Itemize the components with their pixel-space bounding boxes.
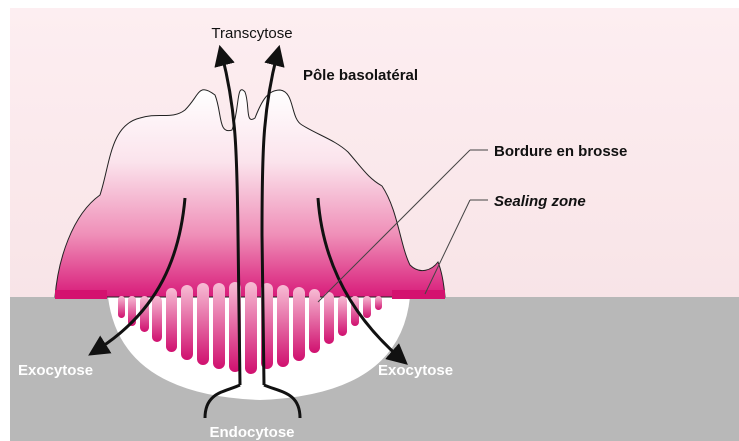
label-exocytose-left: Exocytose	[18, 362, 93, 379]
label-pole-basolateral: Pôle basolatéral	[303, 67, 418, 84]
label-transcytose: Transcytose	[211, 25, 292, 42]
label-exocytose-right: Exocytose	[378, 362, 453, 379]
sealing-zone-left	[55, 290, 107, 299]
sealing-zone-right	[392, 290, 445, 299]
label-bordure-en-brosse: Bordure en brosse	[494, 143, 627, 160]
label-endocytose: Endocytose	[209, 424, 294, 441]
label-sealing-zone: Sealing zone	[494, 193, 586, 210]
